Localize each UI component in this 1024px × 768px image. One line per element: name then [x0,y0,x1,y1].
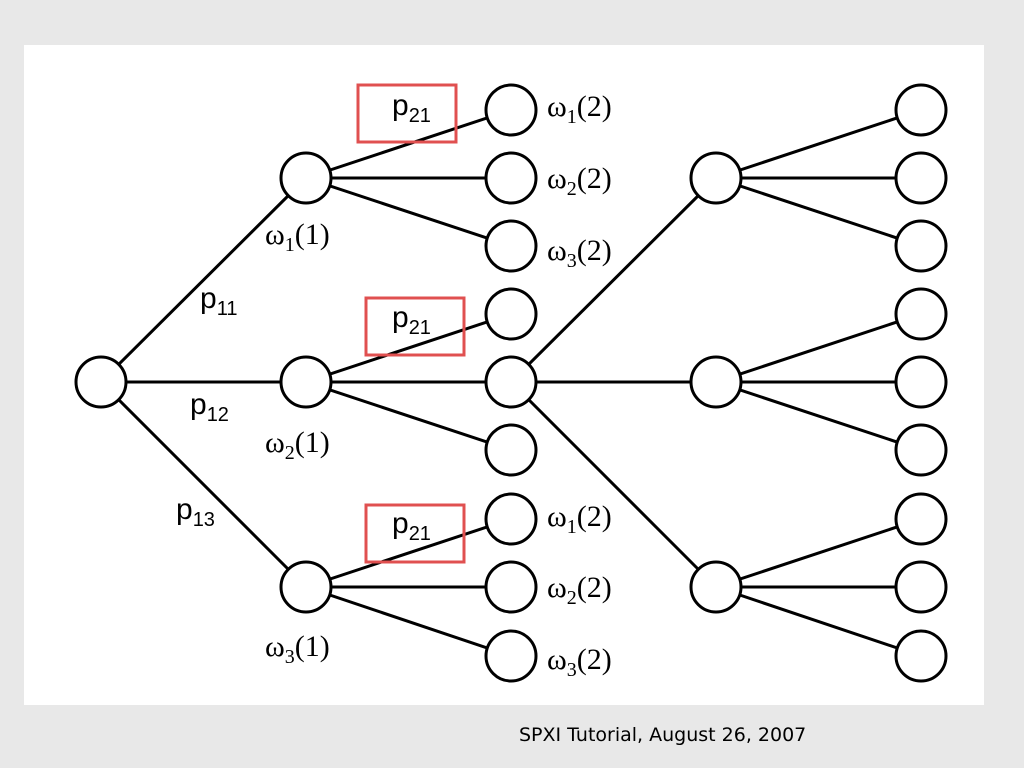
node-a3c3 [484,629,538,683]
label-w3-1: ω3(1) [265,630,330,668]
highlight-box-p21-bottom [364,503,466,564]
node-a3c1 [484,492,538,546]
highlight-box-p21-top [356,83,458,144]
edge-a1-a1c3 [305,176,512,248]
edge-a3-a3c1 [305,517,512,589]
node-a3 [279,560,333,614]
node-b1c2 [894,151,948,205]
node-b1c1 [894,83,948,137]
edge-a2-a2c1 [305,312,512,384]
node-b1c3 [894,219,948,273]
node-b3 [689,560,743,614]
label-p21-bottom: p21 [392,507,431,545]
tree-nodes [74,83,948,683]
edge-a2c2-b1 [509,176,718,384]
edge-a2-a2c3 [305,380,512,452]
node-root [74,355,128,409]
node-b1 [689,151,743,205]
edge-b1-b1c1 [715,108,922,180]
node-a2c1 [484,287,538,341]
node-a2c3 [484,423,538,477]
slide-canvas: p11 p12 p13 p21 p21 p21 ω1(1) ω2(1) ω3(1) ω1(2) ω2… [24,45,984,705]
label-p21-middle: p21 [392,301,431,339]
edge-b1-b1c3 [715,176,922,248]
label-w2-2-top: ω2(2) [547,162,612,200]
edge-a2c2-b3 [509,380,718,589]
label-w1-1: ω1(1) [265,218,330,256]
edge-a1-a1c1 [305,108,512,180]
tree-labels: p11 p12 p13 p21 p21 p21 ω1(1) ω2(1) ω3(1) ω1(2) ω2… [176,89,612,681]
label-w1-2-bottom: ω1(2) [547,500,612,538]
edge-b3-b3c1 [715,517,922,589]
node-b2 [689,355,743,409]
tree-edges [99,108,922,658]
label-w1-2-top: ω1(2) [547,90,612,128]
highlight-box-p21-middle [364,296,466,357]
label-p21-top: p21 [392,89,431,127]
edge-b2-b2c3 [715,380,922,452]
node-a1c2 [484,151,538,205]
label-w2-2-bottom: ω2(2) [547,571,612,609]
node-b3c2 [894,560,948,614]
node-a1c1 [484,83,538,137]
edge-root-a3 [99,380,308,589]
node-a1c3 [484,219,538,273]
node-b2c3 [894,423,948,477]
highlight-boxes [356,83,466,564]
node-a3c2 [484,560,538,614]
node-b3c3 [894,629,948,683]
node-b2c2 [894,355,948,409]
edge-b2-b2c1 [715,312,922,384]
node-a2 [279,355,333,409]
scenario-tree-diagram: p11 p12 p13 p21 p21 p21 ω1(1) ω2(1) ω3(1) ω1(2) ω2… [74,83,948,683]
edge-a3-a3c3 [305,585,512,658]
label-w3-2-top: ω3(2) [547,234,612,272]
label-w2-1: ω2(1) [265,426,330,464]
node-a2c2 [484,355,538,409]
label-p12: p12 [190,388,229,426]
node-a1 [279,151,333,205]
label-w3-2-bottom: ω3(2) [547,643,612,681]
node-b2c1 [894,287,948,341]
label-p13: p13 [176,493,215,531]
edge-root-a1 [99,176,308,384]
label-p11: p11 [200,282,237,320]
edge-b3-b3c3 [715,585,922,658]
node-b3c1 [894,492,948,546]
footer-text: SPXI Tutorial, August 26, 2007 [519,724,807,746]
